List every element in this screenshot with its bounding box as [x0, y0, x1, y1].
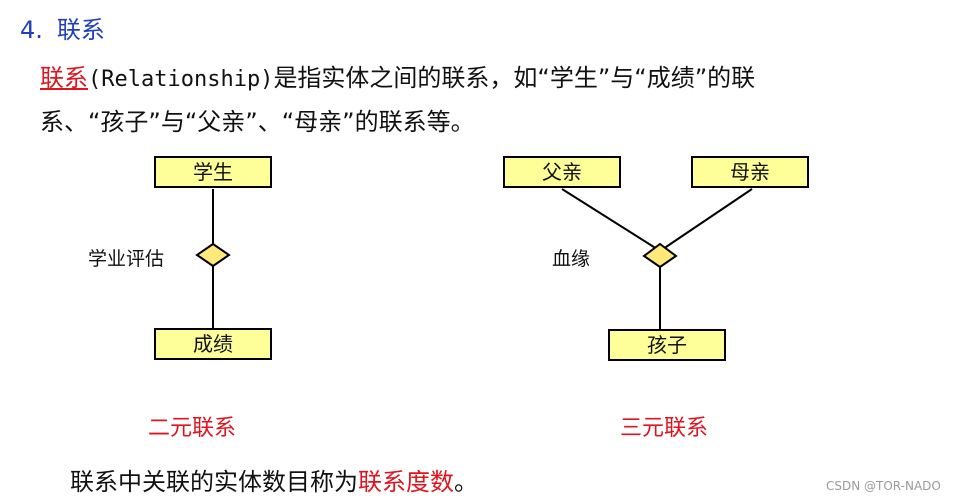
- ternary-relationship-label: 血缘: [552, 248, 591, 270]
- binary-relationship-diamond: [195, 242, 231, 268]
- watermark: CSDN @TOR-NADO: [826, 479, 941, 493]
- section-heading: 4. 联系: [20, 10, 105, 45]
- intro-line-1: 联系(Relationship)是指实体之间的联系，如“学生”与“成绩”的联: [40, 56, 945, 102]
- ternary-connector-left: [561, 188, 658, 250]
- footer-sentence: 联系中关联的实体数目称为联系度数。: [70, 462, 478, 497]
- entity-mother: 母亲: [691, 156, 809, 188]
- entity-student: 学生: [154, 156, 272, 188]
- entity-grade: 成绩: [154, 328, 272, 360]
- entity-father: 父亲: [503, 156, 621, 188]
- footer-text: 联系中关联的实体数目称为: [70, 468, 358, 496]
- intro-line-1-rest: 是指实体之间的联系，如“学生”与“成绩”的联: [273, 64, 756, 92]
- term-relationship: 联系: [40, 64, 88, 92]
- entity-child: 孩子: [608, 329, 726, 361]
- footer-emphasis: 联系度数: [358, 468, 454, 496]
- binary-caption: 二元联系: [148, 416, 237, 441]
- section-number: 4.: [20, 16, 43, 44]
- section-title: 联系: [56, 16, 105, 44]
- term-english: (Relationship): [88, 67, 274, 92]
- footer-end: 。: [454, 468, 478, 496]
- binary-relationship-label: 学业评估: [88, 248, 165, 270]
- ternary-connector-right: [662, 188, 753, 250]
- ternary-caption: 三元联系: [620, 416, 709, 441]
- ternary-relationship-diamond: [642, 242, 678, 269]
- intro-line-2: 系、“孩子”与“父亲”、“母亲”的联系等。: [40, 108, 475, 136]
